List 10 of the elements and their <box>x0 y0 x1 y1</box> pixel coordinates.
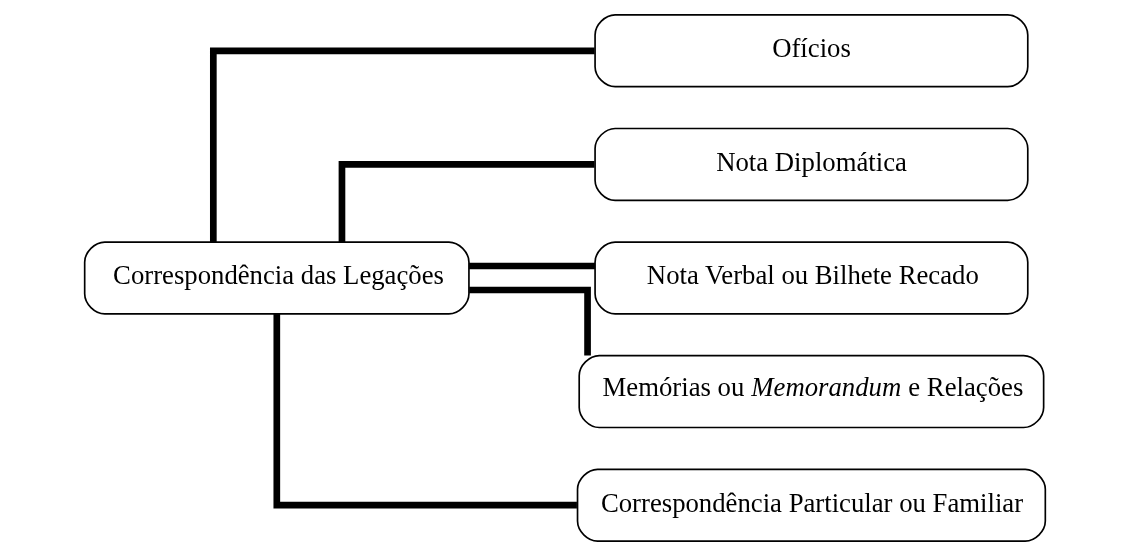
node-box: Nota Diplomática <box>593 127 1029 202</box>
node-box: Memórias ou Memorandum e Relações <box>577 354 1044 429</box>
node-box: Correspondência das Legações <box>83 241 470 315</box>
node-box: Ofícios <box>593 14 1029 88</box>
connector <box>209 47 595 242</box>
connector <box>468 286 591 356</box>
connector <box>338 161 595 243</box>
node-box: Nota Verbal ou Bilhete Recado <box>593 241 1029 315</box>
node-box: Correspondência Particular ou Familiar <box>576 468 1046 542</box>
connector <box>468 262 595 270</box>
